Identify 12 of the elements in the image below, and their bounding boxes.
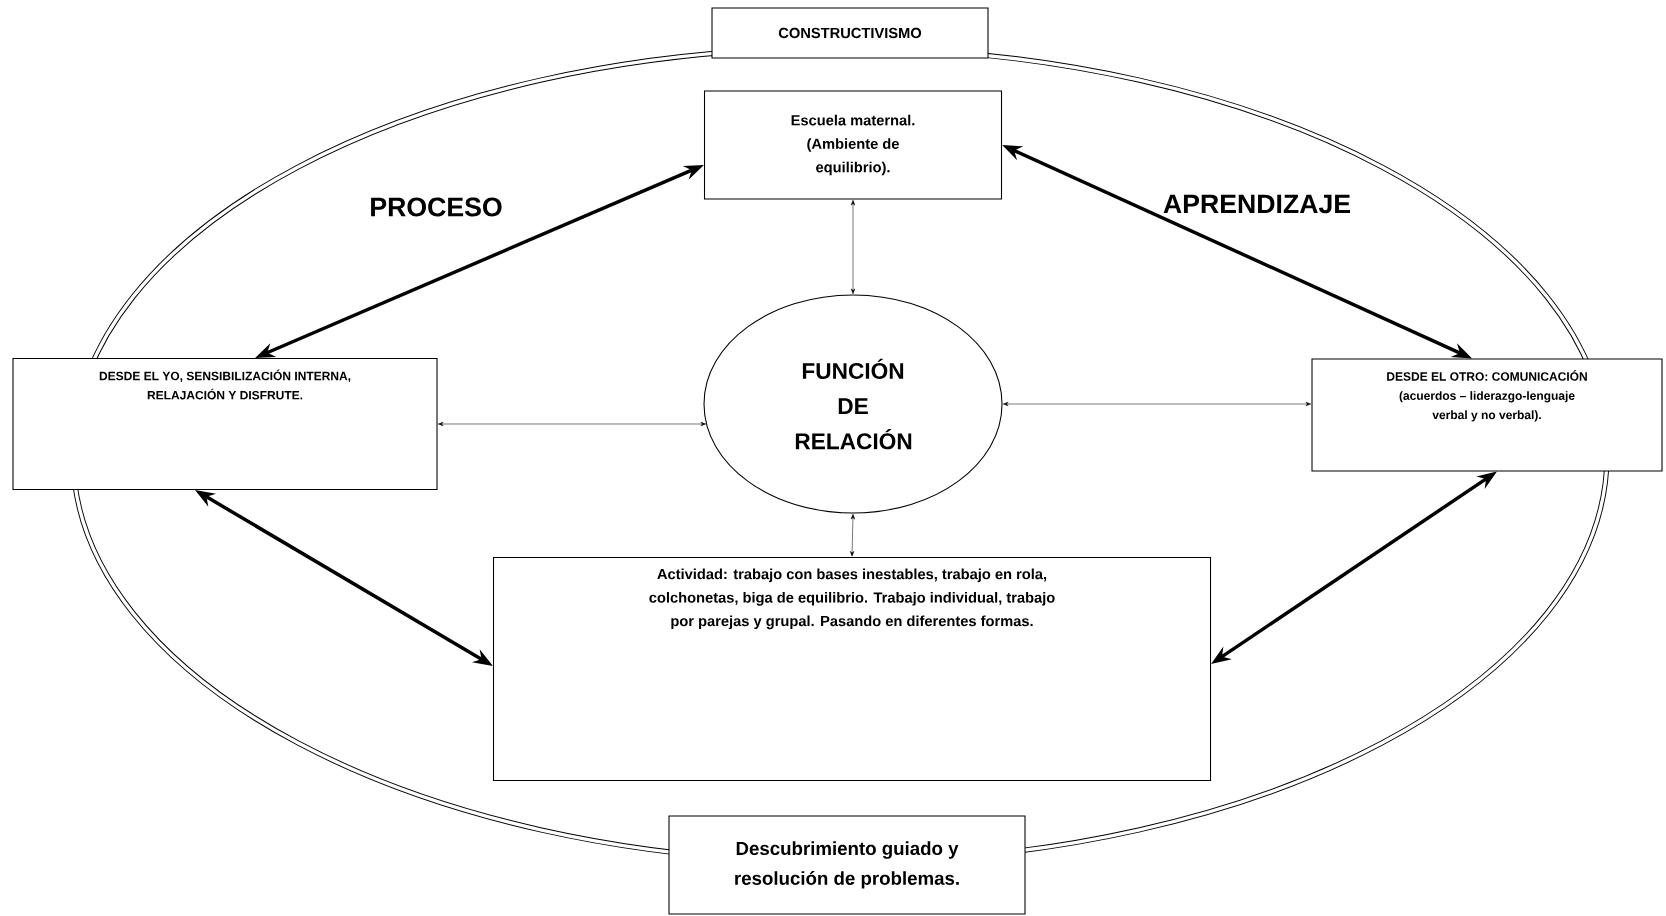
arrow bbox=[850, 200, 856, 294]
text-box: DESDE EL OTRO: COMUNICACIÓN (acuerdos – liderazgo-lenguaje verbal y no verbal). bbox=[1311, 358, 1663, 472]
arrow bbox=[1003, 401, 1311, 407]
text-box: Escuela maternal. (Ambiente de equilibrio). bbox=[703, 90, 1003, 200]
arrow bbox=[850, 514, 855, 557]
section-label: PROCESO bbox=[371, 197, 502, 217]
text-box: Descubrimiento guiado y resolución de problemas. bbox=[668, 815, 1026, 915]
text-box: Actividad: trabajo con bases inestables, trabajo en rola, colchonetas, biga de equilibrio. Trabajo individual, trabajo por parejas y grupal. Pasando en diferentes formas. bbox=[492, 556, 1212, 782]
section-label: APRENDIZAJE bbox=[1163, 194, 1351, 214]
text-box: DESDE EL YO, SENSIBILIZACIÓN INTERNA, RELAJACIÓN Y DISFRUTE. bbox=[12, 357, 438, 491]
text-box: CONSTRUCTIVISMO bbox=[711, 7, 989, 59]
arrow bbox=[438, 421, 706, 427]
